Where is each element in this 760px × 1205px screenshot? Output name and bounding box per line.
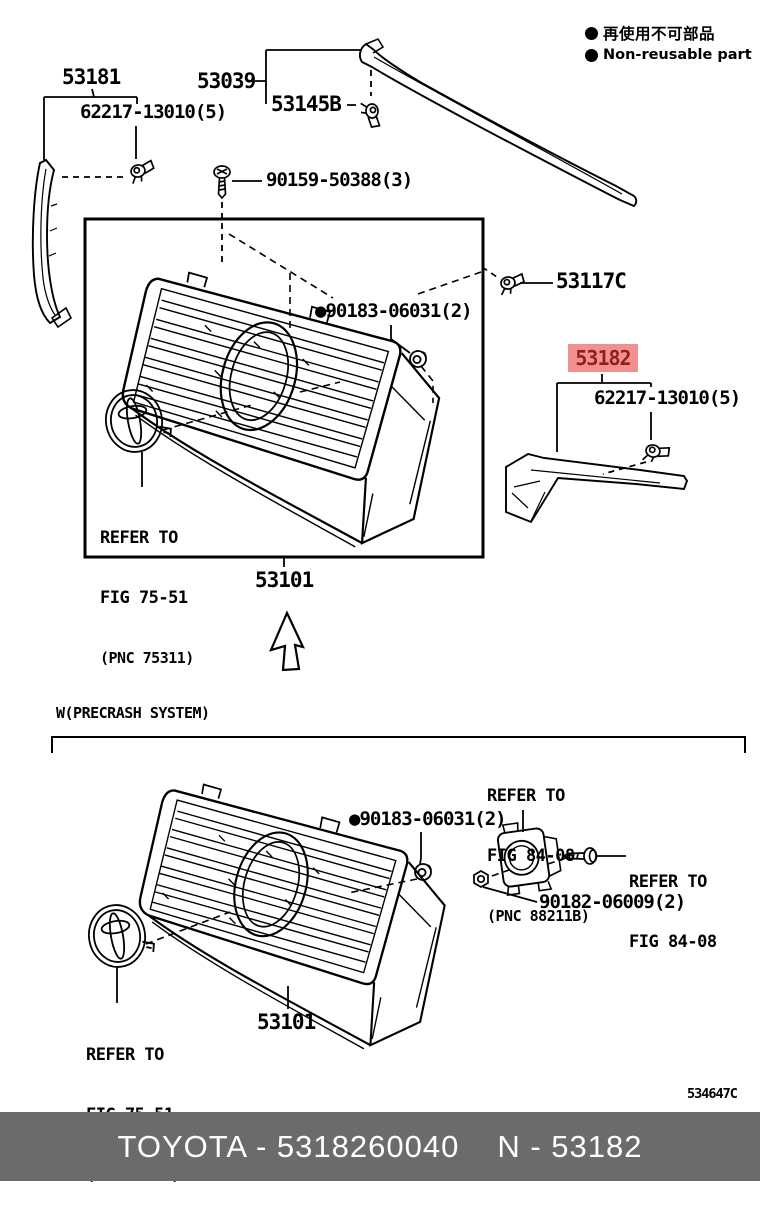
refer-line: REFER TO: [86, 1045, 164, 1065]
diagram-code: 534647C: [687, 1086, 738, 1102]
up-arrow-icon: [269, 610, 305, 672]
fender-molding-drawing-53181: [31, 158, 73, 329]
leader-90183-top: [390, 325, 411, 354]
legend-row-en: Non-reusable part: [585, 44, 752, 66]
part-label-90183-top[interactable]: ●90183-06031(2): [315, 300, 473, 322]
push-clip-icon: [359, 101, 381, 129]
toyota-emblem-drawing: [100, 383, 175, 458]
precrash-heading: W(PRECRASH SYSTEM): [56, 704, 210, 722]
screw-icon: [213, 165, 231, 199]
refer-block-screw[interactable]: REFER TO FIG 84-08: [629, 832, 717, 972]
refer-line: REFER TO: [487, 786, 565, 806]
footer-bar: TOYOTA - 5318260040 N - 53182: [0, 1112, 760, 1181]
leader-90183-bottom: [419, 832, 422, 865]
footer-ref-number: N - 53182: [497, 1128, 643, 1164]
part-label-53101-bottom[interactable]: 53101: [257, 1010, 316, 1034]
radar-sensor-drawing: [496, 822, 562, 897]
callout-lines-53117c: [481, 266, 553, 284]
refer-block-sensor[interactable]: REFER TO FIG 84-08 (PNC 88211B): [487, 746, 590, 946]
footer-part-number: TOYOTA - 5318260040: [117, 1128, 460, 1164]
part-label-53181[interactable]: 53181: [62, 65, 121, 89]
grille-molding-drawing-53182: [505, 452, 689, 524]
part-label-90182[interactable]: 90182-06009(2): [539, 891, 686, 913]
hood-molding-drawing-53039: [358, 38, 638, 208]
leader-90182: [482, 886, 538, 903]
refer-line: FIG 84-08: [629, 932, 717, 952]
refer-pnc: (PNC 88211B): [487, 907, 590, 925]
non-reusable-dot-icon: [585, 48, 598, 62]
push-clip-icon: [641, 441, 672, 467]
part-label-53101-top[interactable]: 53101: [255, 568, 314, 592]
part-label-62217-right[interactable]: 62217-13010(5): [594, 387, 741, 409]
precrash-bracket: [51, 736, 746, 753]
refer-block-emblem-top[interactable]: REFER TO FIG 75-51 (PNC 75311): [100, 488, 194, 688]
part-label-53039[interactable]: 53039: [197, 69, 256, 93]
refer-pnc: (PNC 75311): [100, 649, 194, 667]
refer-line: FIG 75-51: [100, 588, 188, 608]
refer-line: REFER TO: [629, 872, 707, 892]
legend-row-jp: 再使用不可部品: [585, 22, 752, 44]
refer-line: FIG 84-08: [487, 846, 575, 866]
callout-lines-90159: [221, 180, 262, 263]
part-label-90183-bottom[interactable]: ●90183-06031(2): [349, 808, 507, 830]
highlighted-part-53182[interactable]: 53182: [568, 344, 638, 372]
part-label-53117c[interactable]: 53117C: [556, 269, 627, 293]
toyota-emblem-drawing: [83, 898, 158, 973]
nut-icon: [473, 870, 489, 888]
part-label-53145b[interactable]: 53145B: [271, 92, 342, 116]
legend-en-text: Non-reusable part: [603, 47, 752, 63]
part-label-62217-left[interactable]: 62217-13010(5): [80, 101, 227, 123]
non-reusable-dot-icon: [585, 26, 598, 40]
part-label-90159[interactable]: 90159-50388(3): [266, 169, 413, 191]
push-clip-icon: [127, 159, 158, 185]
legend: 再使用不可部品 Non-reusable part: [585, 22, 752, 66]
alignment-dashes-box1: [162, 233, 482, 431]
grommet-icon: [409, 350, 427, 368]
alignment-dashes-bottom: [145, 857, 567, 945]
push-clip-icon: [498, 272, 527, 296]
callout-lines-53181: [43, 88, 138, 178]
callout-lines-53039: [255, 49, 372, 106]
legend-jp-text: 再使用不可部品: [603, 25, 716, 43]
refer-line: REFER TO: [100, 528, 178, 548]
